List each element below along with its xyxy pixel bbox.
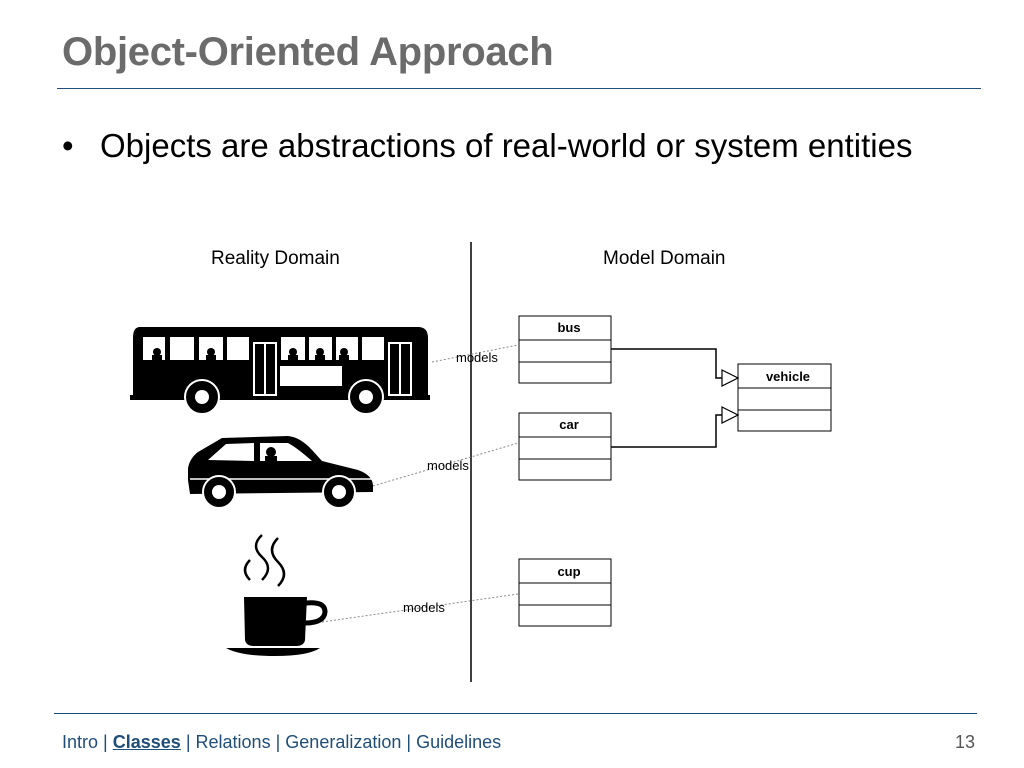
model-domain-heading: Model Domain xyxy=(603,248,726,269)
car-relation-line xyxy=(372,442,519,487)
nav-separator: | xyxy=(406,732,412,752)
nav-separator: | xyxy=(185,732,191,752)
bus-icon xyxy=(130,327,430,415)
car-generalization-line xyxy=(611,414,722,448)
cup-relation-line xyxy=(321,593,519,623)
bus-generalization-line xyxy=(611,348,722,379)
vehicle-class-box: vehicle xyxy=(737,363,832,432)
nav-generalization[interactable]: Generalization xyxy=(285,732,402,752)
nav-separator: | xyxy=(275,732,281,752)
bullet-list: • Objects are abstractions of real-world… xyxy=(62,124,932,168)
nav-relations[interactable]: Relations xyxy=(195,732,271,752)
nav-guidelines[interactable]: Guidelines xyxy=(416,732,502,752)
car-icon xyxy=(188,436,373,509)
car-generalization-arrowhead xyxy=(721,406,740,424)
bullet-marker: • xyxy=(62,127,74,164)
nav-intro[interactable]: Intro xyxy=(62,732,99,752)
bullet-text: Objects are abstractions of real-world o… xyxy=(100,127,913,164)
title-divider xyxy=(57,88,981,89)
page-number: 13 xyxy=(954,732,975,752)
coffee-cup-icon xyxy=(226,534,328,656)
nav-separator: | xyxy=(103,732,108,752)
footer-nav: Intro | Classes | Relations | Generaliza… xyxy=(62,732,501,753)
bus-models-label: models xyxy=(456,350,498,365)
vehicle-class-name: vehicle xyxy=(766,369,810,384)
slide-title: Object-Oriented Approach xyxy=(62,30,554,74)
bus-class-name: bus xyxy=(557,320,580,335)
cup-class-box: cup xyxy=(518,558,612,627)
cup-class-name: cup xyxy=(557,564,580,579)
nav-classes[interactable]: Classes xyxy=(112,732,181,752)
cup-models-label: models xyxy=(403,600,445,615)
bus-class-box: bus xyxy=(518,315,612,384)
car-class-name: car xyxy=(559,417,579,432)
bus-relation-line xyxy=(431,344,519,363)
car-class-box: car xyxy=(518,412,612,481)
footer-divider xyxy=(54,713,977,714)
car-models-label: models xyxy=(427,458,469,473)
reality-domain-heading: Reality Domain xyxy=(211,248,340,269)
bus-generalization-arrowhead xyxy=(721,369,740,387)
